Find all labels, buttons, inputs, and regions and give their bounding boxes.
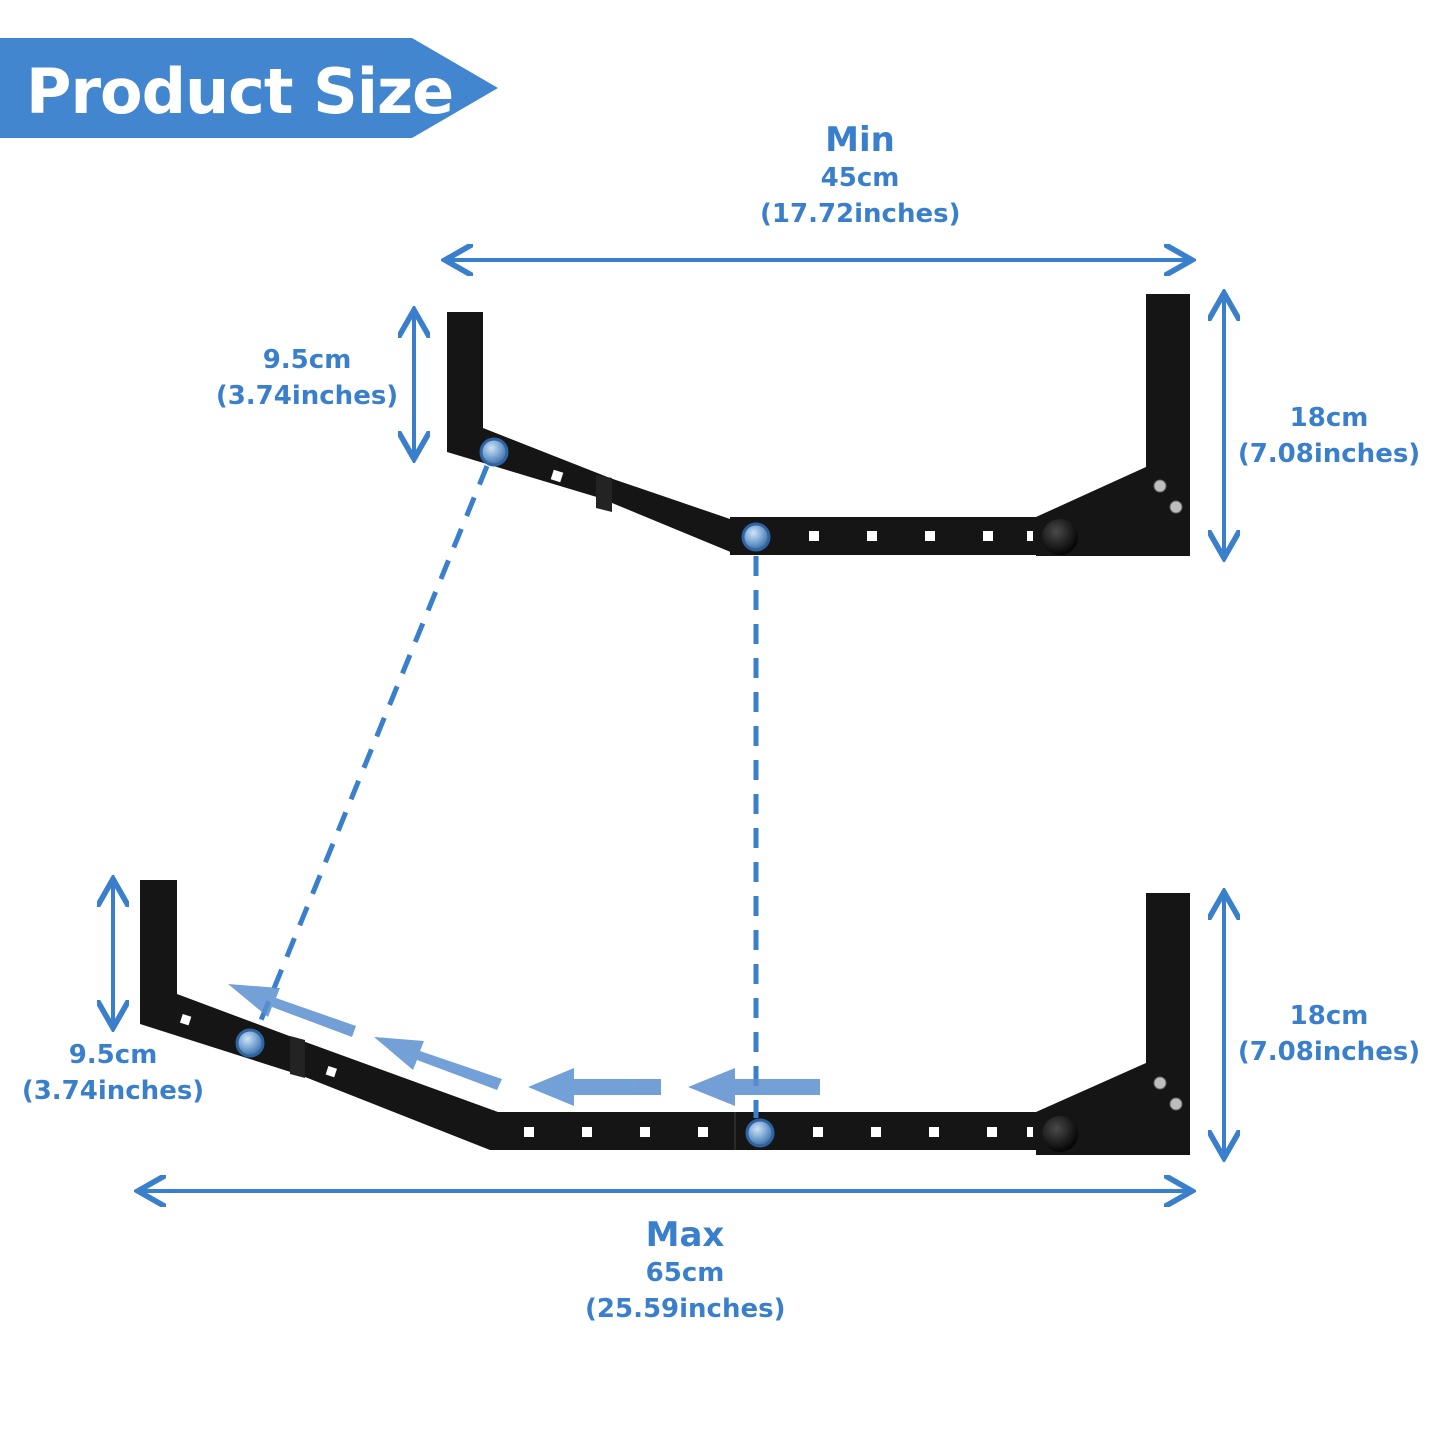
top-tall-arm-label: 18cm (7.08inches) — [1234, 400, 1424, 472]
product-size-banner — [0, 38, 498, 138]
top-bracket-sleeve — [596, 475, 612, 512]
left-guide-dashed-line — [254, 465, 490, 1031]
extension-arrow-icon — [528, 1068, 661, 1106]
top-screw-icon — [1169, 500, 1183, 514]
extension-arrow-icon — [374, 1037, 502, 1090]
bottom-screw-icon — [1153, 1076, 1167, 1090]
top-bracket — [447, 294, 1190, 556]
top-screw-icon — [1153, 479, 1167, 493]
top-adjustment-knob-icon — [1042, 519, 1078, 555]
top-short-arm-inches: (3.74inches) — [215, 381, 399, 411]
bottom-bracket-short-arm — [140, 880, 498, 1150]
bottom-bracket-sleeve — [290, 1036, 305, 1078]
extension-arrows — [228, 984, 820, 1106]
max-heading: Max — [645, 1215, 725, 1255]
bottom-screw-icon — [1169, 1097, 1183, 1111]
extension-arrow-icon — [228, 984, 356, 1037]
bottom-short-arm-value: 9.5cm — [68, 1040, 158, 1070]
top-left-pin-icon — [479, 437, 509, 467]
bottom-adjustment-knob-icon — [1042, 1116, 1078, 1152]
min-heading: Min — [825, 120, 895, 160]
top-center-pin-icon — [741, 522, 771, 552]
bottom-bracket-holes — [179, 1014, 1033, 1137]
bottom-bracket — [140, 880, 1190, 1155]
top-short-arm-value: 9.5cm — [262, 345, 352, 375]
top-tall-arm-value: 18cm — [1289, 403, 1369, 433]
bottom-tall-arm-label: 18cm (7.08inches) — [1234, 998, 1424, 1070]
top-bracket-bar — [730, 517, 1040, 555]
bottom-short-arm-label: 9.5cm (3.74inches) — [18, 1037, 208, 1109]
extension-arrow-icon — [688, 1068, 820, 1106]
bottom-left-pin-icon — [235, 1028, 265, 1058]
bottom-short-arm-inches: (3.74inches) — [21, 1076, 205, 1106]
min-inches: (17.72inches) — [760, 199, 961, 229]
max-value: 65cm — [645, 1258, 725, 1288]
min-value: 45cm — [820, 163, 900, 193]
banner-shape — [0, 38, 498, 138]
top-bracket-short-arm — [447, 312, 733, 553]
max-dimension-label: Max 65cm (25.59inches) — [585, 1215, 785, 1327]
banner-title: Product Size — [26, 55, 454, 128]
bottom-tall-arm-value: 18cm — [1289, 1001, 1369, 1031]
top-short-arm-label: 9.5cm (3.74inches) — [212, 342, 402, 414]
max-inches: (25.59inches) — [585, 1294, 786, 1324]
min-dimension-label: Min 45cm (17.72inches) — [760, 120, 960, 232]
top-bracket-holes — [550, 469, 1033, 541]
bottom-center-pin-icon — [745, 1118, 775, 1148]
top-tall-arm-inches: (7.08inches) — [1237, 439, 1421, 469]
bottom-tall-arm-inches: (7.08inches) — [1237, 1037, 1421, 1067]
